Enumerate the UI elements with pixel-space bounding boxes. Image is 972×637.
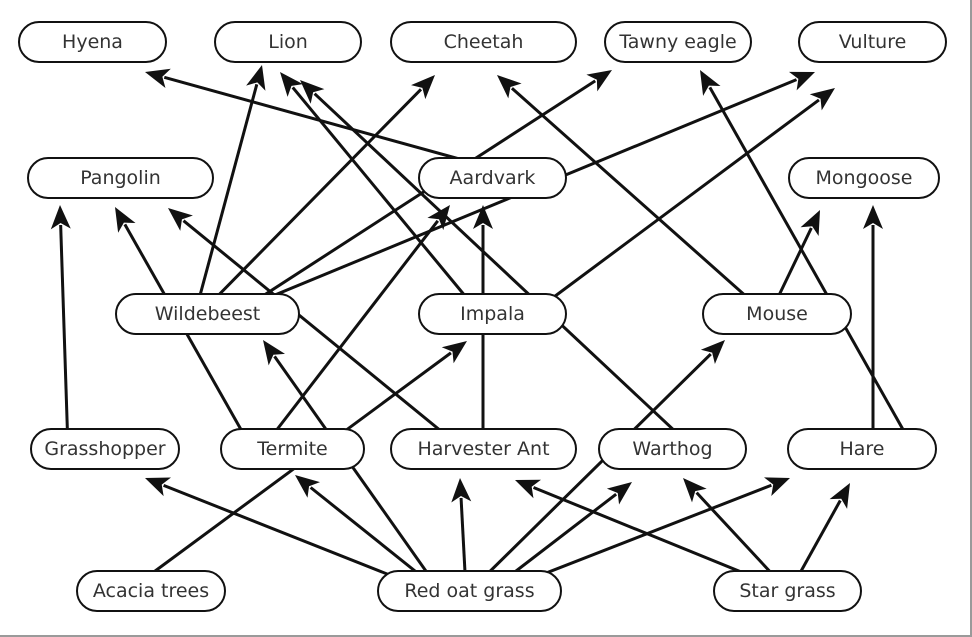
edge-line [708,86,916,450]
node-wildebeest: Wildebeest [115,293,300,335]
edge-line [127,351,452,593]
edge-line [198,88,423,316]
arrowhead-icon [700,340,725,364]
edge-termite-to-aardvark [260,205,450,450]
edge-hare-to-mongoose [863,205,883,449]
edge-grasshopper-to-pangolin [50,205,71,450]
edge-harvester-to-pangolin [168,208,464,451]
edge-line [313,92,696,451]
edge-line [163,75,493,170]
edge-line [59,224,70,450]
edge-line [234,79,597,316]
arrowhead-icon [246,65,266,91]
arrowhead-icon [145,477,171,497]
edge-warthog-to-lion [300,80,696,451]
edge-line [468,352,712,593]
arrowhead-icon [168,208,193,231]
arrowhead-icon [829,483,850,509]
node-harvester: Harvester Ant [390,428,577,470]
edge-line [273,355,442,592]
edge-line [530,98,820,316]
node-mouse: Mouse [702,293,852,335]
node-pangolin: Pangolin [27,157,214,199]
arrowhead-icon [700,70,721,96]
arrowhead-icon [441,341,467,364]
node-redoat: Red oat grass [377,570,562,612]
edge-termite-to-pangolin [115,207,254,450]
edge-mouse-to-cheetah [497,75,767,316]
node-star: Star grass [713,570,862,612]
node-vulture: Vulture [798,21,947,63]
arrowhead-icon [300,80,325,104]
arrowhead-icon [800,210,820,236]
edge-line [193,83,259,315]
arrowhead-icon [115,207,136,233]
arrowhead-icon [809,88,835,111]
arrowhead-icon [764,477,790,497]
arrowhead-icon [586,70,612,92]
edge-line [123,223,254,450]
node-warthog: Warthog [598,428,747,470]
edge-impala-to-lion [280,72,482,315]
edge-redoat-to-wildebeest [263,340,442,592]
node-termite: Termite [220,428,365,470]
node-hare: Hare [787,428,937,470]
arrowhead-icon [280,72,303,97]
node-acacia: Acacia trees [76,570,226,612]
edge-line [182,219,464,451]
edge-hare-to-tawny [700,70,916,450]
edge-harvester-to-aardvark [473,205,493,449]
arrowhead-icon [427,205,450,231]
node-lion: Lion [214,21,362,63]
arrowhead-icon [263,340,286,366]
edge-redoat-to-mouse [468,340,725,593]
arrowhead-icon [683,478,707,503]
node-impala: Impala [418,293,567,335]
edge-impala-to-vulture [530,88,835,316]
arrowhead-icon [411,75,435,100]
arrowhead-icon [606,482,632,505]
arrowhead-icon [50,205,71,230]
arrowhead-icon [497,75,522,99]
arrowhead-icon [145,68,171,89]
arrowhead-icon [473,205,493,229]
edge-acacia-to-impala [127,341,467,593]
edge-wildebeest-to-lion [193,65,266,315]
edge-wildebeest-to-cheetah [198,75,435,316]
node-aardvark: Aardvark [418,157,567,199]
arrowhead-icon [863,205,883,229]
arrowhead-icon [515,479,541,499]
node-grasshopper: Grasshopper [30,428,180,470]
edge-line [260,219,439,450]
edge-line [291,86,482,315]
edge-wildebeest-to-tawny [234,70,612,316]
arrowhead-icon [295,475,320,498]
arrowhead-icon [789,71,815,91]
edge-aardvark-to-hyena [145,68,493,170]
edge-line [510,87,767,316]
node-mongoose: Mongoose [788,157,940,199]
node-cheetah: Cheetah [390,21,577,63]
arrowhead-icon [451,478,472,503]
node-tawny: Tawny eagle [604,21,752,63]
node-hyena: Hyena [18,21,167,63]
